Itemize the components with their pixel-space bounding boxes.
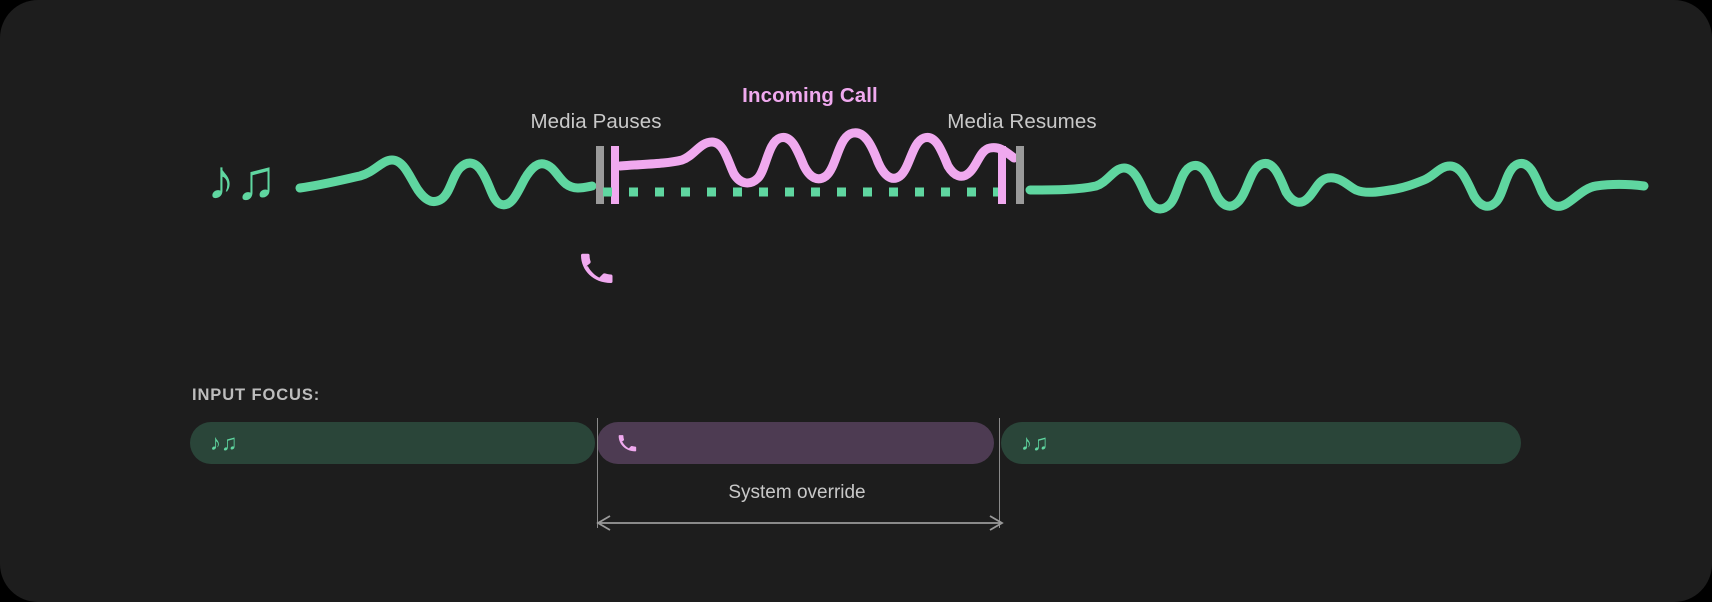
label-media-pauses: Media Pauses <box>530 110 662 133</box>
focus-bar-media-before[interactable]: ♪♫ <box>190 422 595 464</box>
override-guide-left <box>596 418 599 528</box>
timeline-section: Media Pauses Incoming Call Media Resumes… <box>207 84 1649 283</box>
system-override-span-arrow <box>596 515 1004 531</box>
waveform-canvas <box>295 128 1649 214</box>
waveform-media-after <box>1025 159 1649 214</box>
system-override-label: System override <box>728 482 866 503</box>
phone-handset-icon <box>581 253 613 283</box>
phone-handset-icon <box>617 433 637 453</box>
label-incoming-call: Incoming Call <box>742 84 878 107</box>
music-notes-icon: ♪♫ <box>207 148 277 211</box>
override-guide-right <box>998 418 1001 528</box>
resume-marker-grey <box>1016 146 1024 204</box>
waveform-call-active <box>615 128 1019 188</box>
input-focus-label: INPUT FOCUS: <box>192 386 321 404</box>
label-media-resumes: Media Resumes <box>947 110 1097 133</box>
focus-bar-media-after[interactable]: ♪♫ <box>1001 422 1521 464</box>
resume-marker-pink <box>998 146 1006 204</box>
pause-marker-grey <box>596 146 604 204</box>
waveform-media-before <box>295 155 597 210</box>
music-notes-icon: ♪♫ <box>210 430 238 455</box>
focus-bar-call[interactable] <box>597 422 994 464</box>
input-focus-section: INPUT FOCUS: ♪♫ ♪♫ System override <box>0 370 1712 602</box>
music-notes-icon: ♪♫ <box>1021 430 1049 455</box>
pause-marker-pink <box>611 146 619 204</box>
